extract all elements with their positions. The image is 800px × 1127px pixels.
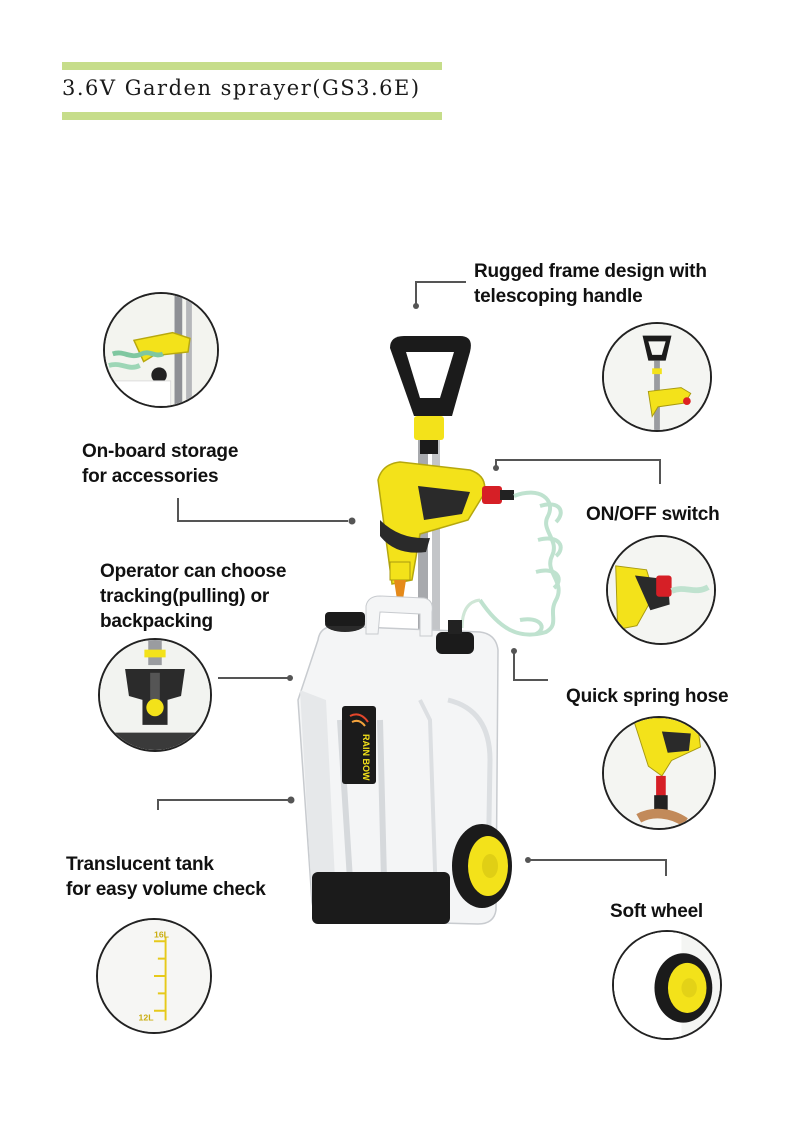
detail-wheel-photo xyxy=(612,930,722,1040)
detail-operator-photo xyxy=(98,638,212,752)
detail-hose-photo xyxy=(602,716,716,830)
callout-switch: ON/OFF switch xyxy=(586,504,720,525)
connector-hose xyxy=(513,652,548,681)
connector-frame xyxy=(415,281,466,304)
callout-hose: Quick spring hose xyxy=(566,686,729,707)
detail-tank-photo: 16L 12L xyxy=(96,918,212,1034)
connector-wheel xyxy=(530,859,667,876)
callout-storage: On-board storage for accessories xyxy=(82,441,239,487)
callout-operator: Operator can choose tracking(pulling) or… xyxy=(100,561,287,632)
spring-hose xyxy=(478,490,563,637)
header-bar-top xyxy=(62,62,442,70)
connector-switch xyxy=(495,459,661,484)
detail-frame-photo xyxy=(602,322,712,432)
callout-frame: Rugged frame design with telescoping han… xyxy=(474,261,707,307)
page-title: 3.6V Garden sprayer(GS3.6E) xyxy=(62,76,421,100)
tank-mark-top: 16L xyxy=(154,929,170,939)
callout-wheel: Soft wheel xyxy=(610,901,704,922)
connector-storage xyxy=(177,498,348,522)
detail-storage-photo xyxy=(103,292,219,408)
brand-badge xyxy=(342,706,376,784)
brand-name: RAIN BOW xyxy=(361,734,371,781)
tank-cap-right xyxy=(436,632,474,654)
header-bar-bottom xyxy=(62,112,442,120)
detail-switch-photo xyxy=(606,535,716,645)
tank-mark-bottom: 12L xyxy=(139,1012,155,1022)
callout-tank: Translucent tank for easy volume check xyxy=(66,854,266,900)
connector-tank xyxy=(157,799,288,810)
cart-base xyxy=(312,872,450,924)
